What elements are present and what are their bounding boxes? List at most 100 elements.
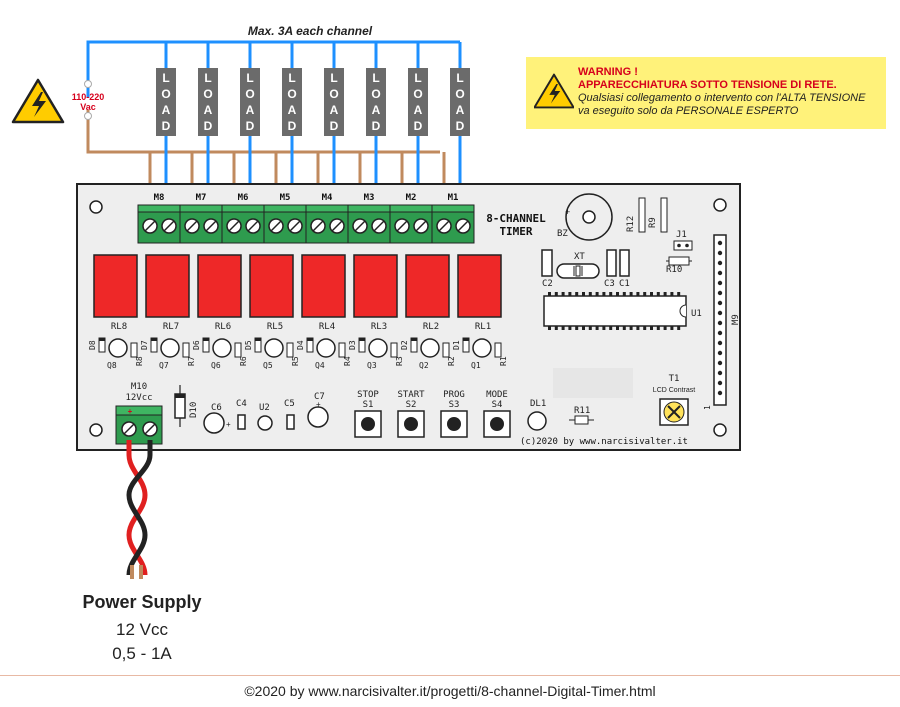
diode-label: D1 — [452, 340, 461, 350]
resistor-label: R1 — [499, 356, 508, 366]
button-label: PROG — [443, 390, 465, 400]
load-letter: L — [246, 71, 253, 85]
terminal-block: M8 — [137, 193, 181, 244]
c2-label: C2 — [542, 279, 553, 289]
screw-terminal-icon — [142, 218, 158, 234]
load-letter: O — [287, 87, 296, 101]
load-letter: A — [414, 103, 423, 117]
resistor-label: R6 — [239, 356, 248, 366]
warning-line-2: Qualsiasi collegamento o intervento con … — [578, 92, 866, 104]
mount-hole — [89, 200, 103, 214]
terminal-label: M5 — [280, 193, 291, 203]
load-letter: L — [330, 71, 337, 85]
buzzer-label: BZ — [557, 229, 568, 239]
relay: RL1 — [457, 254, 502, 332]
load-letter: A — [372, 103, 381, 117]
diode-label: D6 — [192, 340, 201, 350]
screw-terminal-icon — [226, 218, 242, 234]
svg-text:+: + — [565, 207, 570, 217]
r11-label: R11 — [574, 406, 590, 416]
max-current-label: Max. 3A each channel — [248, 24, 373, 38]
terminal-label: M1 — [448, 193, 459, 203]
footer-divider — [0, 675, 900, 676]
m10-voltage: 12Vcc — [125, 393, 152, 403]
load-letter: D — [246, 119, 255, 133]
c7-label: C7 — [314, 392, 325, 402]
transistor-label: Q4 — [315, 361, 325, 370]
transistor-label: Q1 — [471, 361, 481, 370]
buzzer: + BZ — [557, 193, 613, 241]
r10-label: R10 — [666, 265, 682, 275]
board-copyright: (c)2020 by www.narcisivalter.it — [520, 437, 688, 447]
resistor-label: R8 — [135, 356, 144, 366]
warning-box: WARNING ! APPARECCHIATURA SOTTO TENSIONE… — [526, 57, 886, 129]
terminal-block: M3 — [347, 193, 391, 244]
screw-terminal-icon — [329, 218, 345, 234]
high-voltage-icon — [534, 73, 574, 109]
load-letter: A — [330, 103, 339, 117]
screw-terminal-icon — [413, 218, 429, 234]
resistor-label: R3 — [395, 356, 404, 366]
load-letter: A — [246, 103, 255, 117]
relay-label: RL5 — [267, 322, 283, 332]
screw-terminal-icon — [161, 218, 177, 234]
c6-label: C6 — [211, 403, 222, 413]
transistor-label: Q5 — [263, 361, 273, 370]
transistor-label: Q8 — [107, 361, 117, 370]
terminal-label: M3 — [364, 193, 375, 203]
terminal-label: M4 — [322, 193, 333, 203]
load-letter: L — [372, 71, 379, 85]
c5-label: C5 — [284, 399, 295, 409]
terminal-block: M6 — [221, 193, 265, 244]
load-letter: A — [288, 103, 297, 117]
j1-label: J1 — [676, 230, 687, 240]
button-id: S4 — [492, 400, 503, 410]
trimmer-icon[interactable] — [659, 398, 689, 426]
load-letter: D — [288, 119, 297, 133]
load-letter: O — [245, 87, 254, 101]
screw-terminal-icon — [455, 218, 471, 234]
power-leads — [126, 440, 153, 579]
relay-label: RL7 — [163, 322, 179, 332]
diode-label: D8 — [88, 340, 97, 350]
resistor-label: R5 — [291, 356, 300, 366]
u1-label: U1 — [691, 309, 702, 319]
relay-label: RL3 — [371, 322, 387, 332]
relay-label: RL8 — [111, 322, 127, 332]
button-label: STOP — [357, 390, 379, 400]
relay: RL4 — [301, 254, 346, 332]
screw-terminal-icon — [310, 218, 326, 234]
terminal-label: M2 — [406, 193, 417, 203]
m9-label: M9 — [731, 314, 741, 325]
screw-terminal-icon — [394, 218, 410, 234]
load-letter: O — [329, 87, 338, 101]
load-letter: O — [161, 87, 170, 101]
relay-label: RL2 — [423, 322, 439, 332]
screw-terminal-icon — [287, 218, 303, 234]
r12-label: R12 — [626, 216, 636, 232]
relay-label: RL4 — [319, 322, 335, 332]
load-letter: A — [204, 103, 213, 117]
power-supply-current: 0,5 - 1A — [112, 644, 172, 663]
diode-label: D7 — [140, 340, 149, 350]
load-letter: A — [456, 103, 465, 117]
u2-label: U2 — [259, 403, 270, 413]
button-id: S1 — [363, 400, 374, 410]
load-letter: D — [456, 119, 465, 133]
c1-label: C1 — [619, 279, 630, 289]
load-letter: L — [162, 71, 169, 85]
